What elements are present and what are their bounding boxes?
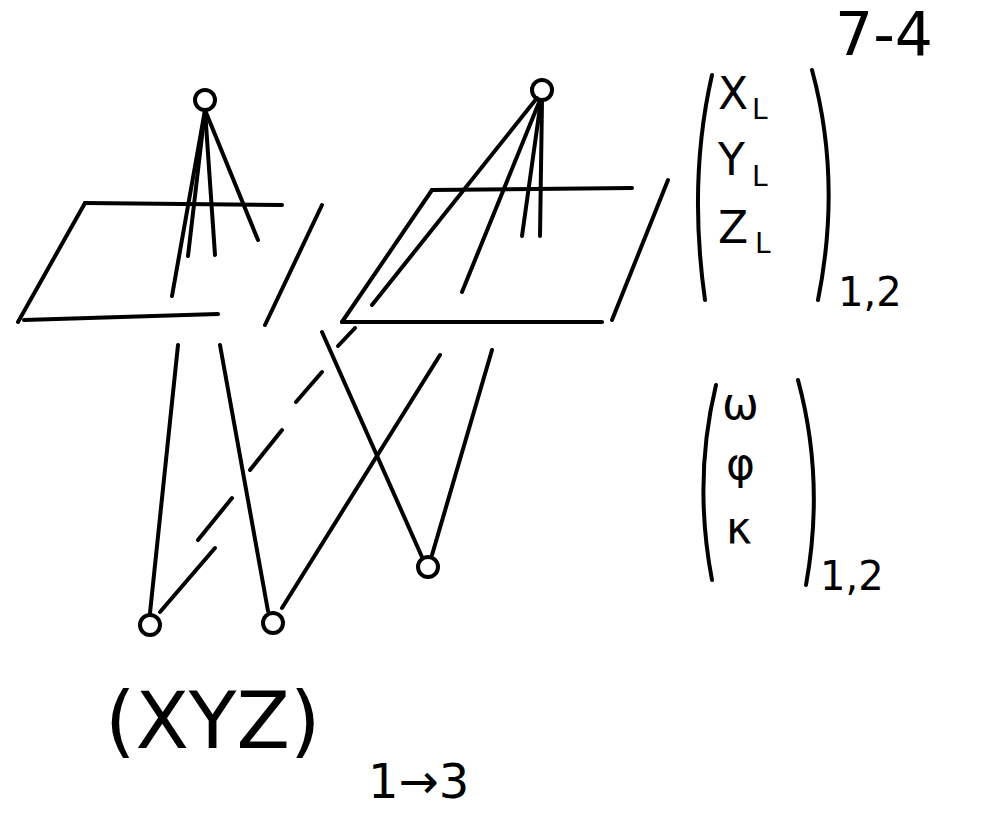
subscript: L bbox=[752, 96, 768, 124]
bracket bbox=[703, 385, 716, 580]
ground-coordinates: (XYZ) bbox=[105, 682, 320, 760]
hidden-ray bbox=[160, 328, 355, 612]
camera-center bbox=[195, 90, 215, 110]
ground-point bbox=[140, 615, 160, 635]
angle-component: ω bbox=[722, 382, 759, 426]
angle-component: φ bbox=[726, 442, 755, 486]
ground-point bbox=[263, 613, 283, 633]
ray bbox=[282, 98, 542, 608]
ray bbox=[150, 110, 422, 613]
subscript: L bbox=[755, 230, 771, 258]
figure-number: 7-4 bbox=[835, 4, 933, 64]
camera-center bbox=[532, 80, 552, 100]
ground-point bbox=[418, 557, 438, 577]
bracket bbox=[798, 380, 814, 585]
bracket bbox=[698, 75, 712, 300]
subscript: 1→3 bbox=[368, 757, 469, 805]
image-plane bbox=[342, 180, 668, 322]
vector-component: Y bbox=[718, 138, 745, 182]
vector-component: X bbox=[718, 72, 748, 116]
vector-component: Z bbox=[718, 206, 748, 250]
subscript: 1,2 bbox=[820, 556, 884, 596]
subscript: L bbox=[752, 163, 768, 191]
bracket bbox=[812, 70, 829, 300]
image-plane bbox=[18, 203, 322, 325]
subscript: 1,2 bbox=[838, 272, 902, 312]
angle-component: κ bbox=[726, 506, 752, 550]
